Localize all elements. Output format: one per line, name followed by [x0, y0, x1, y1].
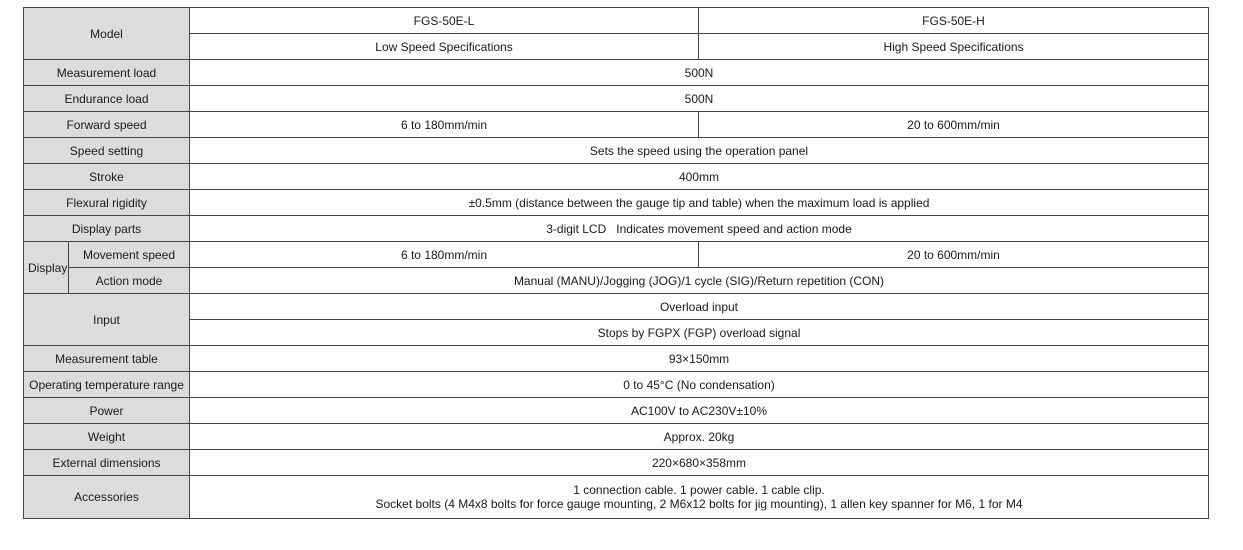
table-row: Input Overload input — [23, 293, 1209, 346]
row-value: AC100V to AC230V±10% — [189, 397, 1209, 424]
table-row: Measurement table 93×150mm — [23, 345, 1209, 372]
table-row: Stops by FGPX (FGP) overload signal — [24, 319, 1209, 346]
row-value: 500N — [189, 59, 1209, 86]
row-value: 3-digit LCD Indicates movement speed and… — [189, 215, 1209, 242]
table-row: Display Movement speed 6 to 180mm/min 20… — [23, 241, 1209, 294]
table-row: Stroke 400mm — [23, 163, 1209, 190]
table-row: Operating temperature range 0 to 45°C (N… — [23, 371, 1209, 398]
row-label: Weight — [23, 423, 190, 450]
spec-table: Model FGS-50E-L FGS-50E-H Low Speed Spec… — [23, 7, 1209, 519]
accessories-line: 1 connection cable. 1 power cable. 1 cab… — [573, 483, 825, 497]
row-label: Power — [23, 397, 190, 424]
row-label: Movement speed — [68, 241, 190, 268]
row-value: Overload input — [189, 293, 1209, 320]
table-row: External dimensions 220×680×358mm — [23, 449, 1209, 476]
row-value-high: 20 to 600mm/min — [698, 241, 1209, 268]
model-row: Model FGS-50E-L FGS-50E-H — [23, 7, 1209, 60]
row-value: ±0.5mm (distance between the gauge tip a… — [189, 189, 1209, 216]
model-high-spec: High Speed Specifications — [698, 33, 1209, 60]
model-high-name: FGS-50E-H — [698, 7, 1209, 34]
row-value-low: 6 to 180mm/min — [189, 241, 699, 268]
row-label: Operating temperature range — [23, 371, 190, 398]
row-label: Flexural rigidity — [23, 189, 190, 216]
row-label: Endurance load — [23, 85, 190, 112]
row-label: Display parts — [23, 215, 190, 242]
display-group-label: Display — [23, 241, 69, 294]
table-row: Flexural rigidity ±0.5mm (distance betwe… — [23, 189, 1209, 216]
row-value: 220×680×358mm — [189, 449, 1209, 476]
row-value-high: 20 to 600mm/min — [698, 111, 1209, 138]
table-row: Forward speed 6 to 180mm/min 20 to 600mm… — [23, 111, 1209, 138]
row-value: Approx. 20kg — [189, 423, 1209, 450]
row-value: 1 connection cable. 1 power cable. 1 cab… — [189, 475, 1209, 519]
row-value: 0 to 45°C (No condensation) — [189, 371, 1209, 398]
table-row: Action mode Manual (MANU)/Jogging (JOG)/… — [24, 267, 1209, 294]
row-value: 93×150mm — [189, 345, 1209, 372]
row-label: Accessories — [23, 475, 190, 519]
row-label: Input — [23, 293, 190, 346]
table-row: Speed setting Sets the speed using the o… — [23, 137, 1209, 164]
table-row: Power AC100V to AC230V±10% — [23, 397, 1209, 424]
row-label: External dimensions — [23, 449, 190, 476]
row-value: 400mm — [189, 163, 1209, 190]
model-label: Model — [23, 7, 190, 60]
row-label: Speed setting — [23, 137, 190, 164]
row-label: Stroke — [23, 163, 190, 190]
table-row: Accessories 1 connection cable. 1 power … — [23, 475, 1209, 519]
row-value: 500N — [189, 85, 1209, 112]
row-value-low: 6 to 180mm/min — [189, 111, 699, 138]
row-label: Forward speed — [23, 111, 190, 138]
row-label: Action mode — [68, 267, 190, 294]
model-low-name: FGS-50E-L — [189, 7, 699, 34]
table-row: Endurance load 500N — [23, 85, 1209, 112]
row-value: Sets the speed using the operation panel — [189, 137, 1209, 164]
model-low-spec: Low Speed Specifications — [189, 33, 699, 60]
table-row: Weight Approx. 20kg — [23, 423, 1209, 450]
model-spec-row: Low Speed Specifications High Speed Spec… — [24, 33, 1209, 60]
row-value: Manual (MANU)/Jogging (JOG)/1 cycle (SIG… — [189, 267, 1209, 294]
row-label: Measurement table — [23, 345, 190, 372]
row-label: Measurement load — [23, 59, 190, 86]
row-value: Stops by FGPX (FGP) overload signal — [189, 319, 1209, 346]
table-row: Display parts 3-digit LCD Indicates move… — [23, 215, 1209, 242]
accessories-line: Socket bolts (4 M4x8 bolts for force gau… — [375, 497, 1023, 511]
table-row: Measurement load 500N — [23, 59, 1209, 86]
